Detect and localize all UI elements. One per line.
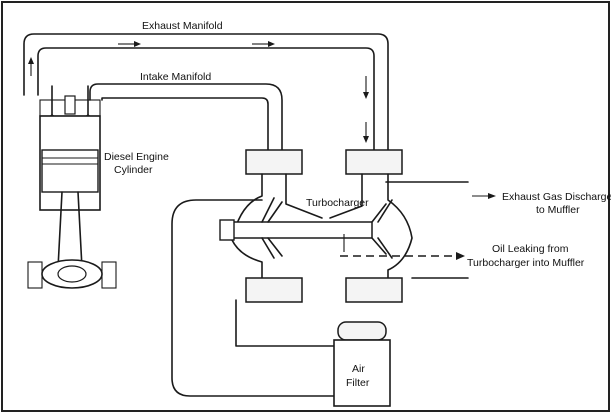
engine-label-line2: Cylinder — [114, 164, 153, 176]
exhaust-manifold-label: Exhaust Manifold — [142, 20, 223, 32]
turbocharger: Turbocharger — [219, 149, 413, 303]
engine-label-line1: Diesel Engine — [104, 151, 169, 163]
exhaust-discharge-outlet: Exhaust Gas Discharge to Muffler — [385, 181, 611, 279]
exhaust-discharge-label-line1: Exhaust Gas Discharge — [502, 191, 611, 203]
oil-leak-label-line1: Oil Leaking from — [492, 243, 569, 255]
diesel-engine-cylinder: Diesel Engine Cylinder — [27, 85, 169, 289]
air-filter-label-line2: Filter — [346, 377, 370, 389]
air-intake-duct — [171, 199, 341, 397]
exhaust-manifold — [23, 33, 389, 151]
air-filter-label-line1: Air — [352, 363, 365, 375]
oil-leak-label-line2: Turbocharger into Muffler — [467, 257, 585, 269]
turbocharger-label: Turbocharger — [306, 197, 369, 209]
exhaust-flow-arrows — [28, 41, 369, 143]
intake-manifold-label: Intake Manifold — [140, 71, 211, 83]
air-filter: Air Filter — [333, 321, 391, 407]
intake-manifold — [89, 83, 283, 151]
exhaust-discharge-label-line2: to Muffler — [536, 204, 580, 216]
oil-leak-path: Oil Leaking from Turbocharger into Muffl… — [340, 243, 585, 269]
